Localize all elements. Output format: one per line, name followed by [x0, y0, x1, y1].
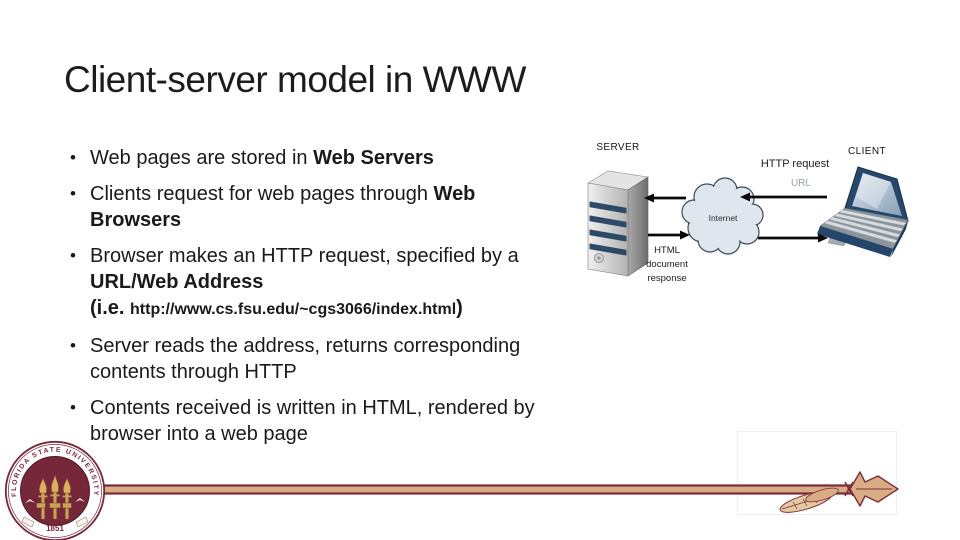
bullet-item: • Clients request for web pages through …: [68, 181, 598, 233]
spear-feather: [779, 487, 839, 513]
seal-torches: [38, 474, 72, 520]
response-line: document: [646, 259, 688, 270]
client-server-diagram: SERVER CLIENT HTTP request URL: [587, 142, 909, 284]
url-text: http://www.cs.fsu.edu/~cgs3066/index.htm…: [130, 301, 457, 318]
bullet-text: Contents received is written in HTML, re…: [90, 395, 598, 421]
response-line: response: [647, 273, 686, 284]
bullet-text: Clients request for web pages through We…: [90, 181, 598, 207]
page-title: Client-server model in WWW: [64, 59, 526, 100]
seal-banners: [36, 502, 72, 509]
arrow-server-to-cloud-icon: [648, 230, 690, 240]
text-run-bold: (i.e.: [90, 297, 131, 319]
bullet-dot: •: [70, 148, 76, 167]
text-run-bold: Web Servers: [313, 147, 434, 169]
arrow-client-to-cloud-icon: [740, 192, 827, 202]
text-run: Contents received is written in HTML, re…: [90, 397, 535, 419]
internet-cloud-icon: Internet: [681, 177, 764, 255]
bullet-text: Browsers: [90, 207, 598, 233]
spearhead-image-box: [737, 431, 897, 515]
bullet-item: • Server reads the address, returns corr…: [68, 333, 598, 385]
spear-shaft: [90, 484, 856, 495]
seal-doves: [25, 498, 85, 503]
laptop-icon: [817, 166, 909, 257]
text-run-bold: Browsers: [90, 209, 182, 231]
spear-decoration: [90, 471, 899, 513]
server-label: SERVER: [596, 142, 639, 153]
bullet-dot: •: [70, 336, 76, 355]
bullet-text: Web pages are stored in Web Servers: [90, 145, 598, 171]
bullet-item: • Web pages are stored in Web Servers: [68, 145, 598, 171]
bullet-dot: •: [70, 184, 76, 203]
text-run-bold: Web: [433, 183, 476, 205]
server-icon: [587, 170, 649, 277]
bullet-item: • Contents received is written in HTML, …: [68, 395, 598, 447]
response-line: HTML: [654, 245, 680, 256]
arrow-cloud-to-server-icon: [644, 193, 686, 203]
text-run: Server reads the address, returns corres…: [90, 335, 521, 357]
text-run-bold: URL/Web Address: [90, 271, 264, 293]
bullet-text: browser into a web page: [90, 421, 598, 447]
text-run: browser into a web page: [90, 423, 308, 445]
seal-ribbons: [21, 516, 89, 528]
bullet-dot: •: [70, 246, 76, 265]
bullet-item: • Browser makes an HTTP request, specifi…: [68, 243, 598, 323]
text-run-bold: ): [456, 297, 463, 319]
bullet-dot: •: [70, 398, 76, 417]
cloud-label: Internet: [709, 213, 738, 223]
text-run: Browser makes an HTTP request, specified…: [90, 245, 519, 267]
url-label: URL: [791, 178, 811, 189]
bullet-text: (i.e. http://www.cs.fsu.edu/~cgs3066/ind…: [90, 295, 598, 323]
bullet-text: Browser makes an HTTP request, specified…: [90, 243, 598, 269]
arrow-cloud-to-client-icon: [758, 233, 828, 243]
html-response-label: HTML document response: [646, 245, 688, 284]
bullet-text: URL/Web Address: [90, 269, 598, 295]
text-run: Web pages are stored in: [90, 147, 314, 169]
text-run: Clients request for web pages through: [90, 183, 434, 205]
fsu-seal: FLORIDA STATE UNIVERSITY 1851: [4, 440, 106, 540]
spearhead: [844, 471, 899, 507]
bullet-text: Server reads the address, returns corres…: [90, 333, 598, 359]
text-run: contents through HTTP: [90, 361, 297, 383]
bullet-text: contents through HTTP: [90, 359, 598, 385]
client-label: CLIENT: [848, 146, 886, 157]
seal-year: 1851: [46, 524, 64, 533]
bullet-list: • Web pages are stored in Web Servers • …: [68, 145, 598, 457]
http-request-label: HTTP request: [761, 158, 829, 170]
